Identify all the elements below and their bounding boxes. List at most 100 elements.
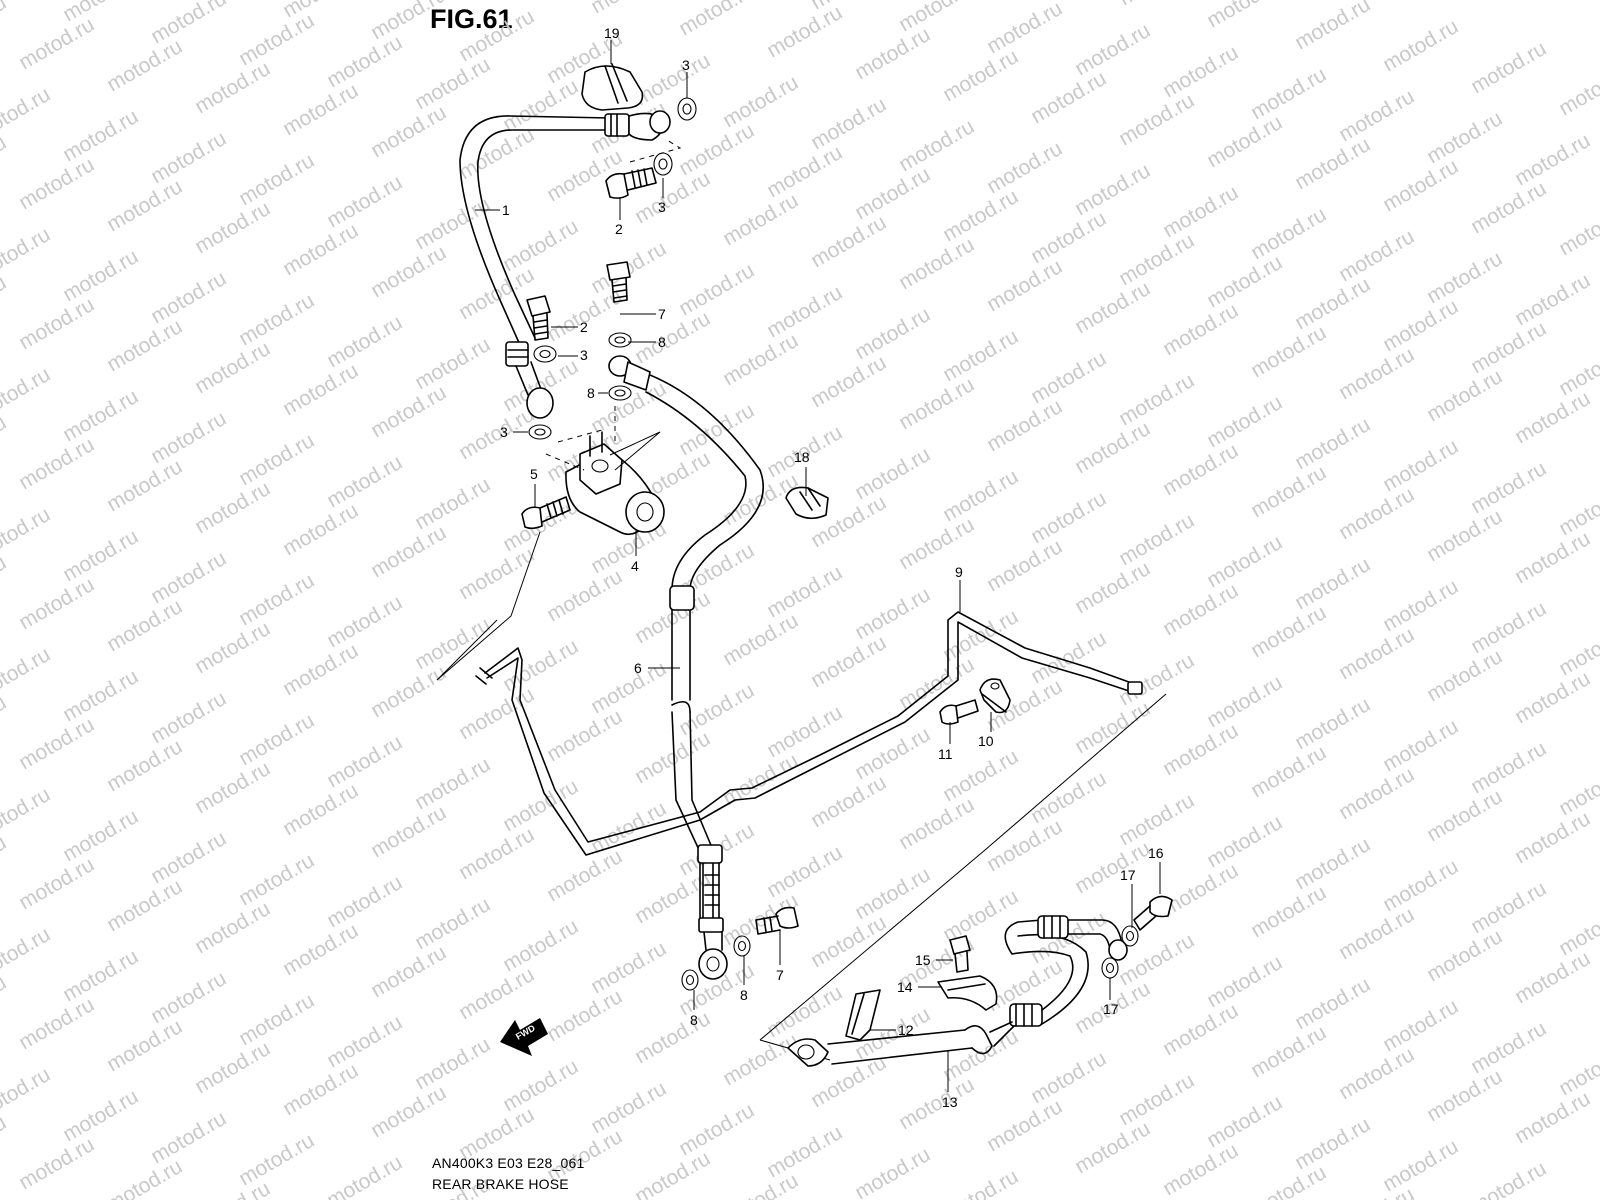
watermark-text: motod.ru — [1291, 693, 1374, 754]
watermark-text: motod.ru — [719, 71, 802, 132]
watermark-text: motod.ru — [763, 841, 846, 902]
watermark-text: motod.ru — [1379, 15, 1462, 76]
watermark-text: motod.ru — [1379, 295, 1462, 356]
watermark-text: motod.ru — [499, 1055, 582, 1116]
watermark-text: motod.ru — [103, 175, 186, 236]
watermark-text: motod.ru — [235, 1129, 318, 1190]
watermark-text: motod.ru — [1335, 343, 1418, 404]
watermark-text: motod.ru — [147, 407, 230, 468]
watermark-text: motod.ru — [587, 797, 670, 858]
watermark-text: motod.ru — [279, 779, 362, 840]
watermark-text: motod.ru — [15, 1133, 98, 1194]
watermark-text: motod.ru — [1159, 579, 1242, 640]
watermark-text: motod.ru — [191, 197, 274, 258]
watermark-text: motod.ru — [191, 337, 274, 398]
part-18-clip — [785, 486, 829, 520]
watermark-text: motod.ru — [1027, 767, 1110, 828]
watermark-text: motod.ru — [0, 0, 10, 52]
watermark-text: motod.ru — [0, 83, 54, 144]
watermark-text: motod.ru — [235, 289, 318, 350]
watermark-text: motod.ru — [763, 701, 846, 762]
part-1-upper-brake-hose — [459, 110, 671, 419]
callout-label: 16 — [1148, 845, 1164, 861]
watermark-text: motod.ru — [631, 307, 714, 368]
watermark-text: motod.ru — [675, 259, 758, 320]
callout-label: 2 — [580, 319, 588, 335]
watermark-text: motod.ru — [323, 31, 406, 92]
part-4-three-way-joint — [565, 431, 665, 536]
watermark-text: motod.ru — [1379, 855, 1462, 916]
watermark-text: motod.ru — [0, 131, 10, 192]
watermark-text: motod.ru — [367, 661, 450, 722]
watermark-text: motod.ru — [1291, 133, 1374, 194]
watermark-text: motod.ru — [147, 967, 230, 1028]
part-3-washer-left — [533, 345, 557, 363]
watermark-text: motod.ru — [15, 713, 98, 774]
watermark-text: motod.ru — [147, 0, 230, 48]
part-2-bolt-top — [605, 167, 657, 199]
watermark-text: motod.ru — [1423, 505, 1506, 566]
part-11-bolt — [939, 699, 979, 725]
watermark-text: motod.ru — [1467, 597, 1550, 658]
watermark-text: motod.ru — [191, 757, 274, 818]
watermark-text: motod.ru — [1335, 623, 1418, 684]
watermark-text: motod.ru — [0, 643, 54, 704]
watermark-text: motod.ru — [895, 653, 978, 714]
part-12-clip — [845, 989, 881, 1041]
watermark-text: motod.ru — [0, 551, 10, 612]
watermark-text: motod.ru — [1423, 107, 1506, 168]
watermark-text: motod.ru — [499, 75, 582, 136]
watermark-text: motod.ru — [1071, 277, 1154, 338]
watermark-text: motod.ru — [279, 1059, 362, 1120]
watermark-text: motod.ru — [1159, 181, 1242, 242]
watermark-text: motod.ru — [1379, 715, 1462, 776]
callout-label: 17 — [1120, 867, 1136, 883]
watermark-text: motod.ru — [191, 1177, 274, 1200]
watermark-text: motod.ru — [1467, 1157, 1550, 1200]
watermark-text: motod.ru — [675, 0, 758, 40]
watermark-text: motod.ru — [1071, 417, 1154, 478]
watermark-text: motod.ru — [1027, 207, 1110, 268]
watermark-text: motod.ru — [323, 1011, 406, 1072]
watermark-text: motod.ru — [983, 1095, 1066, 1156]
callout-label: 13 — [942, 1094, 958, 1110]
watermark-text: motod.ru — [191, 897, 274, 958]
watermark-text: motod.ru — [59, 385, 142, 446]
watermark-text: motod.ru — [235, 149, 318, 210]
watermark-text: motod.ru — [499, 915, 582, 976]
callout-label: 6 — [634, 660, 642, 676]
watermark-text: motod.ru — [631, 1147, 714, 1200]
watermark-text: motod.ru — [543, 705, 626, 766]
watermark-text: motod.ru — [0, 503, 54, 564]
watermark-text: motod.ru — [455, 823, 538, 884]
figure-model-code: AN400K3 E03 E28_061 — [432, 1155, 585, 1171]
watermark-text: motod.ru — [1291, 973, 1374, 1034]
watermark-text: motod.ru — [939, 1025, 1022, 1086]
part-17-washer-lower — [1101, 957, 1119, 979]
watermark-text: motod.ru — [1159, 719, 1242, 780]
watermark-text: motod.ru — [59, 525, 142, 586]
watermark-text: motod.ru — [1115, 649, 1198, 710]
watermark-text: motod.ru — [1291, 413, 1374, 474]
watermark-text: motod.ru — [191, 477, 274, 538]
watermark-text: motod.ru — [103, 315, 186, 376]
callout-label: 14 — [897, 979, 913, 995]
watermark-text: motod.ru — [851, 723, 934, 784]
watermark-text: motod.ru — [1115, 0, 1198, 10]
watermark-text: motod.ru — [1247, 601, 1330, 662]
part-2-bolt-middle — [526, 295, 551, 341]
watermark-text: motod.ru — [103, 875, 186, 936]
callout-label: 15 — [915, 952, 931, 968]
watermark-text: motod.ru — [587, 377, 670, 438]
watermark-text: motod.ru — [499, 215, 582, 276]
watermark-text: motod.ru — [895, 233, 978, 294]
watermark-text: motod.ru — [323, 451, 406, 512]
watermark-text: motod.ru — [323, 1151, 406, 1200]
callout-label: 8 — [690, 1012, 698, 1028]
watermark-text: motod.ru — [103, 1015, 186, 1076]
watermark-text: motod.ru — [1115, 789, 1198, 850]
watermark-text: motod.ru — [323, 311, 406, 372]
watermark-text: motod.ru — [939, 45, 1022, 106]
watermark-text: motod.ru — [1115, 1069, 1198, 1130]
